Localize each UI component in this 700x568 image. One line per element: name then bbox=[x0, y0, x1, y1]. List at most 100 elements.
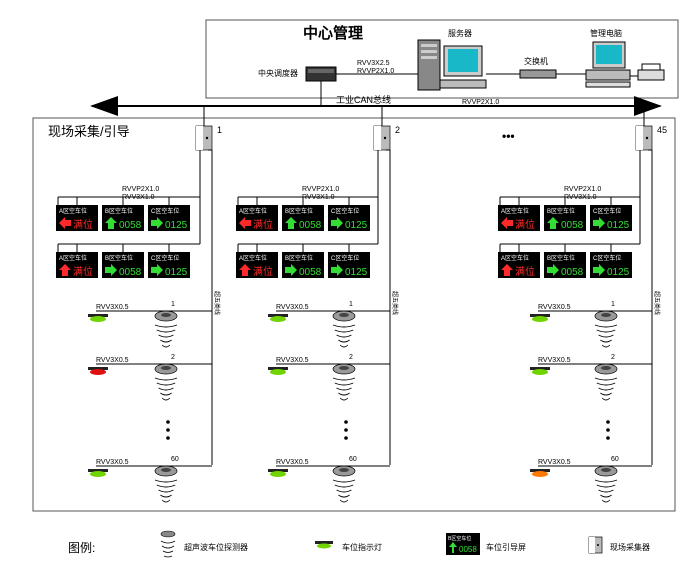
collector-column: 1RVVP2X1.0RVV3X1.0A区空车位满位B区空车位0058C区空车位0… bbox=[56, 106, 222, 503]
guide-screen-title: C区空车位 bbox=[151, 254, 179, 262]
indicator-lamp bbox=[530, 367, 550, 375]
continuation-dot bbox=[344, 420, 348, 424]
ultrasonic-sensor bbox=[154, 310, 178, 348]
continuation-dot bbox=[606, 420, 610, 424]
center-management-panel: 中心管理 中央调度器 RVV3X2.5 RVVP2X1.0 服务器 交换机 管理… bbox=[205, 19, 679, 99]
vertical-cable-label: 超五类线 bbox=[213, 291, 221, 315]
bus-label: 工业CAN总线 bbox=[336, 94, 391, 105]
center-cable-a: RVV3X2.5 bbox=[357, 60, 390, 67]
guide-screen-title: C区空车位 bbox=[331, 254, 359, 262]
switch-icon bbox=[519, 69, 557, 79]
right-arrow-icon bbox=[331, 264, 343, 276]
continuation-dot bbox=[606, 436, 610, 440]
continuation-dot bbox=[166, 428, 170, 432]
left-arrow-icon bbox=[239, 217, 251, 229]
collector-legend-icon bbox=[588, 536, 603, 554]
sensor-cable-label: RVV3X0.5 bbox=[276, 459, 309, 466]
sensor-number: 1 bbox=[349, 301, 353, 308]
guide-screen: C区空车位 0125 bbox=[328, 205, 370, 231]
guide-screen-title: A区空车位 bbox=[59, 207, 87, 215]
continuation-dot bbox=[606, 428, 610, 432]
dispatcher-label: 中央调度器 bbox=[258, 68, 298, 78]
sensor-number: 2 bbox=[349, 354, 353, 361]
ultrasonic-sensor bbox=[154, 363, 178, 401]
sensor-cable-label: RVV3X0.5 bbox=[96, 304, 129, 311]
collector-column: 2RVVP2X1.0RVV3X1.0A区空车位满位B区空车位0058C区空车位0… bbox=[236, 106, 400, 503]
sensor-number: 60 bbox=[171, 456, 179, 463]
field-collector bbox=[195, 125, 213, 151]
field-title: 现场采集/引导 bbox=[48, 124, 130, 139]
ultrasonic-sensor bbox=[594, 310, 618, 348]
guide-screen-value: 满位 bbox=[515, 218, 535, 231]
up-arrow-icon bbox=[547, 217, 559, 229]
sensor-cable-label: RVV3X0.5 bbox=[96, 459, 129, 466]
sensor-cable-label: RVV3X0.5 bbox=[538, 357, 571, 364]
continuation-dot bbox=[344, 436, 348, 440]
guide-cable-a: RVVP2X1.0 bbox=[122, 186, 159, 193]
up-arrow-icon bbox=[59, 264, 71, 276]
legend-title: 图例: bbox=[68, 541, 95, 555]
legend-screen: 车位引导屏 bbox=[486, 542, 526, 552]
guide-screen-value: 满位 bbox=[73, 265, 93, 278]
guide-screen-value: 0125 bbox=[345, 220, 368, 231]
continuation-dot bbox=[344, 428, 348, 432]
up-arrow-icon bbox=[501, 264, 513, 276]
sensor-cable-label: RVV3X0.5 bbox=[538, 459, 571, 466]
guide-screen-value: 0058 bbox=[119, 267, 142, 278]
ellipsis: ••• bbox=[502, 129, 515, 143]
guide-screen-title: A区空车位 bbox=[239, 207, 267, 215]
collector-column: 45RVVP2X1.0RVV3X1.0A区空车位满位B区空车位0058C区空车位… bbox=[498, 106, 667, 503]
continuation-dot bbox=[166, 420, 170, 424]
ultrasonic-sensor bbox=[332, 363, 356, 401]
guide-screen-value: 0058 bbox=[561, 267, 584, 278]
guide-screen-title: C区空车位 bbox=[151, 207, 179, 215]
guide-screen-value: 0125 bbox=[607, 220, 630, 231]
sensor-number: 2 bbox=[171, 354, 175, 361]
guide-screen-title: C区空车位 bbox=[593, 254, 621, 262]
legend-sensor: 超声波车位探测器 bbox=[184, 542, 248, 552]
ultrasonic-sensor bbox=[594, 465, 618, 503]
right-arrow-icon bbox=[285, 264, 297, 276]
center-title: 中心管理 bbox=[303, 24, 363, 42]
guide-screen-value: 0125 bbox=[607, 267, 630, 278]
right-arrow-icon bbox=[151, 217, 163, 229]
indicator-lamp bbox=[88, 367, 108, 375]
guide-cable-a: RVVP2X1.0 bbox=[302, 186, 339, 193]
guide-screen-title: B区空车位 bbox=[105, 207, 133, 215]
can-bus: 工业CAN总线 RVVP2X1.0 bbox=[90, 94, 662, 116]
guide-screen-title: B区空车位 bbox=[285, 254, 313, 262]
indicator-lamp bbox=[268, 314, 288, 322]
guide-screen-title: B区空车位 bbox=[285, 207, 313, 215]
pc-label: 管理电脑 bbox=[590, 28, 622, 38]
right-arrow-icon bbox=[151, 264, 163, 276]
guide-screen-title: A区空车位 bbox=[59, 254, 87, 262]
collector-number: 45 bbox=[657, 125, 667, 135]
guide-screen-title: C区空车位 bbox=[331, 207, 359, 215]
sensor-cable-label: RVV3X0.5 bbox=[538, 304, 571, 311]
vertical-cable-label: 超五类线 bbox=[653, 291, 661, 315]
field-collector bbox=[635, 125, 653, 151]
guide-screen: C区空车位 0125 bbox=[590, 252, 632, 278]
right-arrow-icon bbox=[105, 264, 117, 276]
indicator-lamp bbox=[88, 314, 108, 322]
guide-screen-title: A区空车位 bbox=[501, 207, 529, 215]
sensor-number: 1 bbox=[611, 301, 615, 308]
sensor-number: 60 bbox=[349, 456, 357, 463]
sensor-number: 1 bbox=[171, 301, 175, 308]
collector-columns: 1RVVP2X1.0RVV3X1.0A区空车位满位B区空车位0058C区空车位0… bbox=[56, 106, 667, 503]
guide-screen-title: A区空车位 bbox=[239, 254, 267, 262]
center-cable-b: RVVP2X1.0 bbox=[357, 68, 394, 75]
guide-screen-value: 0125 bbox=[165, 267, 188, 278]
indicator-lamp bbox=[88, 469, 108, 477]
vertical-cable-label: 超五类线 bbox=[391, 291, 399, 315]
